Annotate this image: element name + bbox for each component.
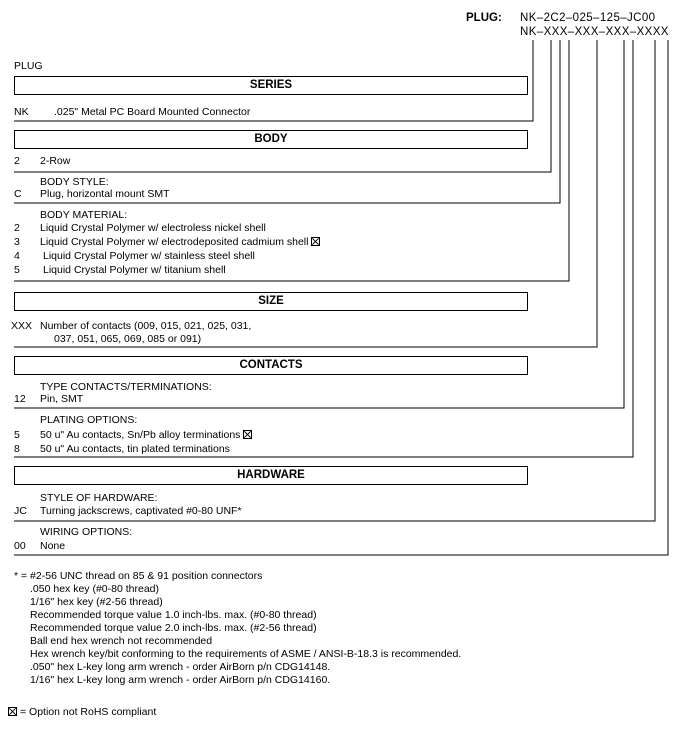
note-line: Recommended torque value 1.0 inch-lbs. m… (30, 609, 317, 621)
doc-title: PLUG (14, 60, 43, 72)
non-rohs-icon (8, 707, 17, 716)
note-line: * = #2-56 UNC thread on 85 & 91 position… (14, 570, 263, 582)
plating-row-noncompliant: 50 u" Au contacts, Sn/Pb alloy terminati… (40, 429, 253, 441)
contact-type-leader (14, 40, 625, 409)
note-line: Recommended torque value 2.0 inch-lbs. m… (30, 622, 317, 634)
hardware-header: HARDWARE (14, 466, 528, 485)
plating-desc: 50 u" Au contacts, Sn/Pb alloy terminati… (40, 429, 241, 441)
body-material-leader (14, 40, 570, 282)
note-line: .050" hex L-key long arm wrench - order … (30, 661, 331, 673)
material-desc: Liquid Crystal Polymer w/ stainless stee… (43, 250, 255, 262)
wiring-leader (14, 40, 669, 556)
material-desc: Liquid Crystal Polymer w/ electroless ni… (40, 222, 266, 234)
rohs-legend: = Option not RoHS compliant (8, 706, 156, 718)
wiring-desc: None (40, 540, 66, 552)
wiring-code: 00 (14, 540, 26, 552)
body-style-leader (14, 40, 561, 204)
series-leader (14, 40, 534, 122)
hardware-style-label: STYLE OF HARDWARE: (40, 492, 158, 504)
part-number-template: NK–XXX–XXX–XXX–XXXX (520, 26, 669, 38)
wiring-label: WIRING OPTIONS: (40, 526, 133, 538)
material-row-noncompliant: Liquid Crystal Polymer w/ electrodeposit… (40, 236, 321, 248)
body-desc: 2-Row (40, 155, 71, 167)
body-style-desc: Plug, horizontal mount SMT (40, 188, 170, 200)
rohs-legend-text: = Option not RoHS compliant (20, 706, 157, 718)
material-desc: Liquid Crystal Polymer w/ titanium shell (43, 264, 226, 276)
note-line: 1/16" hex L-key long arm wrench - order … (30, 674, 331, 686)
plating-label: PLATING OPTIONS: (40, 414, 138, 426)
body-code: 2 (14, 155, 20, 167)
series-desc: .025" Metal PC Board Mounted Connector (54, 106, 251, 118)
plating-code: 8 (14, 443, 20, 455)
body-material-label: BODY MATERIAL: (40, 209, 128, 221)
body-header: BODY (14, 130, 528, 149)
note-line: .050 hex key (#0-80 thread) (30, 583, 159, 595)
material-code: 2 (14, 222, 20, 234)
non-rohs-icon (243, 430, 253, 439)
part-number-label: PLUG: (466, 12, 502, 24)
part-number-example: NK–2C2–025–125–JC00 (520, 12, 656, 24)
body-style-label: BODY STYLE: (40, 176, 109, 188)
size-desc-line2: 037, 051, 065, 069, 085 or 091) (54, 333, 202, 345)
series-code: NK (14, 106, 29, 118)
body-leader (14, 40, 552, 173)
size-leader (14, 40, 598, 348)
non-rohs-icon (311, 237, 321, 246)
hardware-style-leader (14, 40, 656, 522)
size-desc-line1: Number of contacts (009, 015, 021, 025, … (40, 320, 252, 332)
contact-type-code: 12 (14, 393, 26, 405)
series-header: SERIES (14, 76, 528, 95)
plating-code: 5 (14, 429, 20, 441)
material-code: 5 (14, 264, 20, 276)
body-style-code: C (14, 188, 22, 200)
contacts-header: CONTACTS (14, 356, 528, 375)
material-code: 4 (14, 250, 20, 262)
size-header: SIZE (14, 292, 528, 311)
material-code: 3 (14, 236, 20, 248)
contact-type-desc: Pin, SMT (40, 393, 84, 405)
hardware-style-desc: Turning jackscrews, captivated #0-80 UNF… (40, 505, 242, 517)
note-line: Ball end hex wrench not recommended (30, 635, 213, 647)
material-desc: Liquid Crystal Polymer w/ electrodeposit… (40, 236, 309, 248)
contact-type-label: TYPE CONTACTS/TERMINATIONS: (40, 381, 212, 393)
plating-leader (14, 40, 634, 458)
hardware-style-code: JC (14, 505, 27, 517)
plating-desc: 50 u" Au contacts, tin plated terminatio… (40, 443, 230, 455)
note-line: 1/16" hex key (#2-56 thread) (30, 596, 163, 608)
size-code: XXX (11, 320, 33, 332)
note-line: Hex wrench key/bit conforming to the req… (30, 648, 462, 660)
